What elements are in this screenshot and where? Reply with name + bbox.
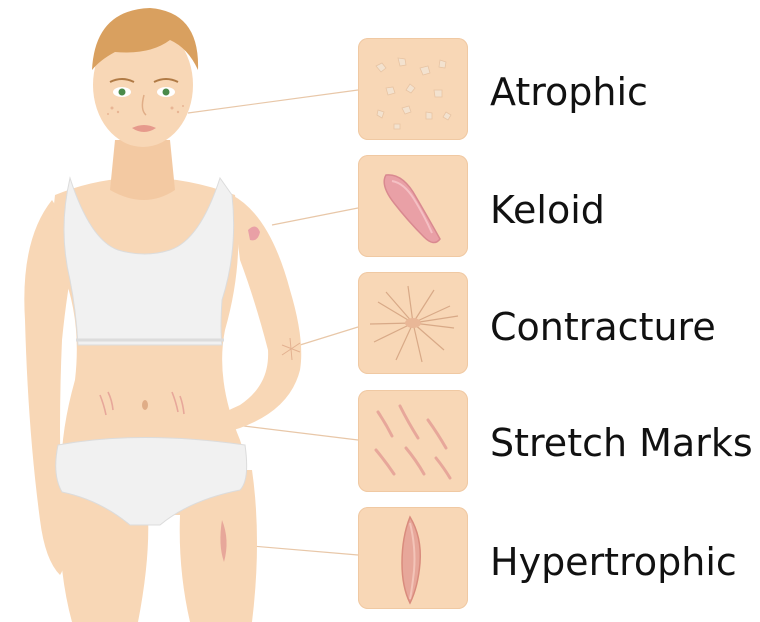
contracture-scar-icon [358,272,468,374]
stretch-marks-icon [358,390,468,492]
label-atrophic: Atrophic [490,70,648,114]
neck [110,140,175,200]
label-hypertrophic: Hypertrophic [490,540,737,584]
label-contracture: Contracture [490,305,716,349]
keloid-scar-icon [358,155,468,257]
label-stretch-marks: Stretch Marks [490,421,753,465]
woman-figure-illustration [0,0,340,622]
label-keloid: Keloid [490,188,605,232]
atrophic-scar-icon [358,38,468,140]
hypertrophic-scar-icon [358,507,468,609]
